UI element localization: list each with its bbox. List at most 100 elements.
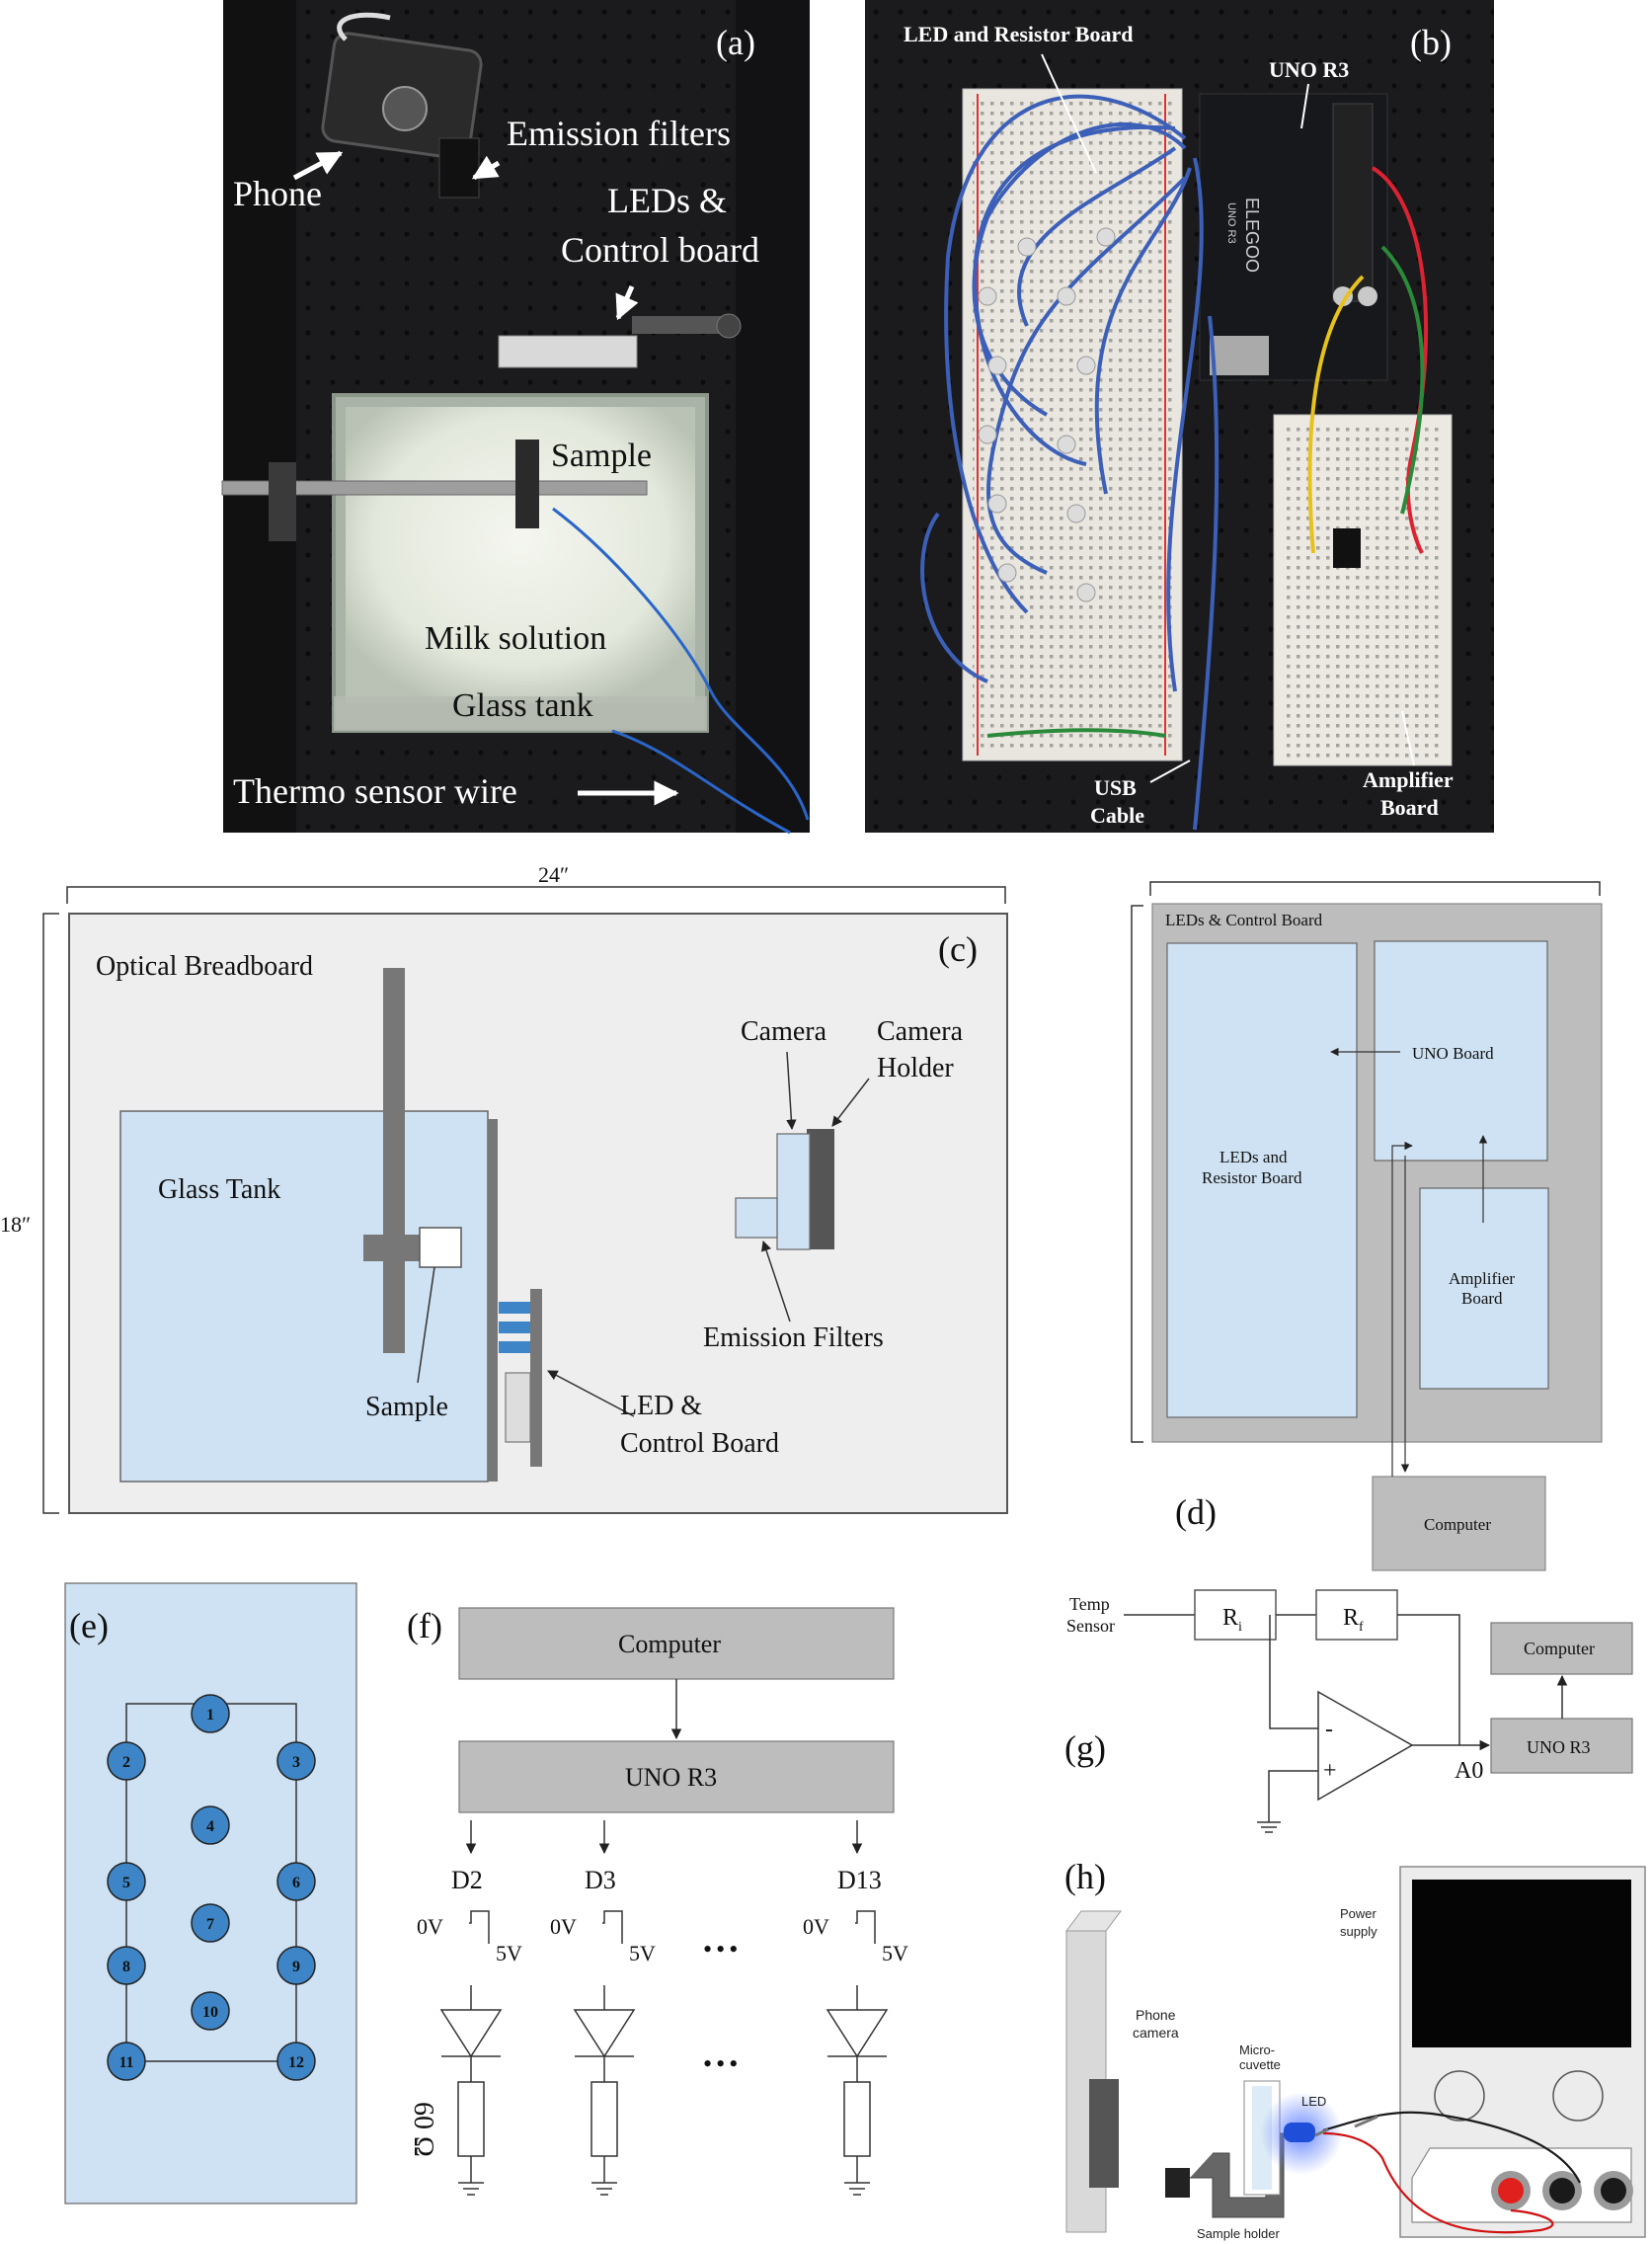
led-node-label: 8 xyxy=(122,1959,130,1975)
control-board-title: LEDs & Control Board xyxy=(1165,911,1323,929)
panel-f-tag: (f) xyxy=(407,1606,442,1645)
glass-tank-label-a: Glass tank xyxy=(452,687,593,724)
emission-filters-label: Emission filters xyxy=(507,114,731,153)
leds-label-line1: LEDs & xyxy=(607,181,727,220)
panel-c: 24″ 18″ Optical Breadboard (c) Glass Tan… xyxy=(0,862,1008,1514)
ri-resistor xyxy=(1194,1589,1277,1641)
led-node-label: 1 xyxy=(206,1707,214,1723)
led-resistor-block xyxy=(1166,942,1358,1418)
diode-symbol xyxy=(573,2009,636,2058)
phone-camera-label-2: camera xyxy=(1133,2025,1179,2041)
led-resistor-label-d-2: Resistor Board xyxy=(1202,1168,1302,1187)
cuvette-label-2: cuvette xyxy=(1239,2057,1281,2072)
resistor-symbol xyxy=(843,2081,871,2157)
sample-holder-label: Sample holder xyxy=(1197,2226,1280,2241)
uno-block-g xyxy=(1490,1718,1633,1774)
led-node xyxy=(276,1946,316,1985)
sample-rod xyxy=(221,480,648,496)
usb-label-line1: USB xyxy=(1094,775,1137,800)
resistor-value: 60 Ω xyxy=(408,2102,438,2157)
diode-symbol xyxy=(826,2009,889,2058)
board-brand: ELEGOO xyxy=(1242,198,1262,273)
diode-symbol xyxy=(439,2009,503,2058)
five-volt-label: 5V xyxy=(882,1941,908,1965)
holder-label-line1: Camera xyxy=(877,1016,964,1047)
amplifier-block xyxy=(1419,1187,1549,1390)
pin-label: D13 xyxy=(837,1866,882,1894)
board-model: UNO R3 xyxy=(1225,202,1237,244)
rf-label: Rf xyxy=(1343,1605,1364,1635)
led-node-label: 6 xyxy=(292,1875,300,1891)
five-volt-label: 5V xyxy=(629,1941,656,1965)
led-board-label-line2: Control Board xyxy=(620,1428,779,1459)
phone-camera-h xyxy=(1089,2079,1119,2188)
camera-holder-diagram xyxy=(807,1129,834,1249)
leds-label-line2: Control board xyxy=(561,230,759,270)
led-node xyxy=(191,1805,230,1845)
power-supply-screen xyxy=(1412,1880,1631,2047)
led-layout-board xyxy=(64,1582,357,2204)
pin-label: D3 xyxy=(585,1866,616,1894)
led-node-label: 11 xyxy=(118,2054,133,2071)
power-supply-label-1: Power xyxy=(1340,1906,1377,1921)
panel-g: Temp Sensor Ri Rf - + A0 UNO R3 Computer… xyxy=(1064,1589,1633,1833)
amp-label-line1: Amplifier xyxy=(1363,767,1454,792)
amp-label-d-1: Amplifier xyxy=(1449,1269,1515,1288)
led-node-label: 12 xyxy=(288,2054,304,2071)
rf-resistor xyxy=(1315,1589,1398,1641)
led-node-label: 4 xyxy=(206,1818,214,1835)
panel-g-tag: (g) xyxy=(1064,1728,1106,1768)
sample-label-a: Sample xyxy=(551,438,652,474)
red-cable xyxy=(1322,2131,1554,2234)
ellipsis-bottom: ••• xyxy=(703,2049,742,2078)
usb-label-line2: Cable xyxy=(1090,803,1144,828)
led-node xyxy=(107,2042,146,2081)
sample-rod-diagram xyxy=(383,968,405,1353)
led-node xyxy=(276,1741,316,1781)
panel-a: (a) Phone Emission filters LEDs & Contro… xyxy=(221,0,810,835)
uno-block xyxy=(1374,940,1548,1162)
computer-block-f xyxy=(458,1607,895,1680)
glass-tank-label-c: Glass Tank xyxy=(158,1174,280,1205)
cuvette-label-1: Micro- xyxy=(1239,2043,1275,2057)
panel-b-tag: (b) xyxy=(1410,23,1452,62)
ellipsis-top: ••• xyxy=(703,1935,742,1964)
temp-sensor-line2: Sensor xyxy=(1066,1616,1115,1636)
phone-device-h xyxy=(1065,1910,1122,1932)
uno-label-f: UNO R3 xyxy=(625,1763,717,1792)
sample-label-c: Sample xyxy=(365,1392,448,1422)
panel-h-tag: (h) xyxy=(1064,1857,1106,1896)
led-bulbs xyxy=(978,227,1116,602)
black-cable xyxy=(1322,2111,1581,2184)
sample-holder-clamp xyxy=(515,440,539,528)
height-dimension: 18″ xyxy=(0,1212,31,1237)
computer-block-g xyxy=(1490,1622,1633,1675)
camera-diagram xyxy=(776,1133,811,1250)
amp-label-d-2: Board xyxy=(1461,1289,1503,1308)
computer-label-d: Computer xyxy=(1424,1515,1491,1534)
zero-volt-label: 0V xyxy=(803,1914,829,1939)
computer-block-d xyxy=(1372,1476,1546,1571)
led-node-label: 7 xyxy=(206,1916,214,1933)
led-node-label: 10 xyxy=(202,2004,218,2021)
jumper-wires xyxy=(920,94,1219,831)
pulse-wave xyxy=(855,1910,876,1944)
led-node xyxy=(107,1862,146,1901)
led-node-label: 5 xyxy=(122,1875,130,1891)
camera-label: Camera xyxy=(741,1016,827,1047)
width-dimension: 24″ xyxy=(538,862,569,887)
led-node xyxy=(191,1903,230,1943)
zero-volt-label: 0V xyxy=(550,1914,577,1939)
uno-label-b: UNO R3 xyxy=(1269,57,1349,82)
resistor-symbol xyxy=(590,2081,618,2157)
led-node-label: 9 xyxy=(292,1959,300,1975)
sample-diagram xyxy=(419,1227,462,1268)
power-supply-label-2: supply xyxy=(1340,1924,1377,1939)
panel-e-tag: (e) xyxy=(69,1606,109,1645)
led-node xyxy=(276,2042,316,2081)
panel-b: ELEGOO UNO R3 xyxy=(865,0,1494,833)
